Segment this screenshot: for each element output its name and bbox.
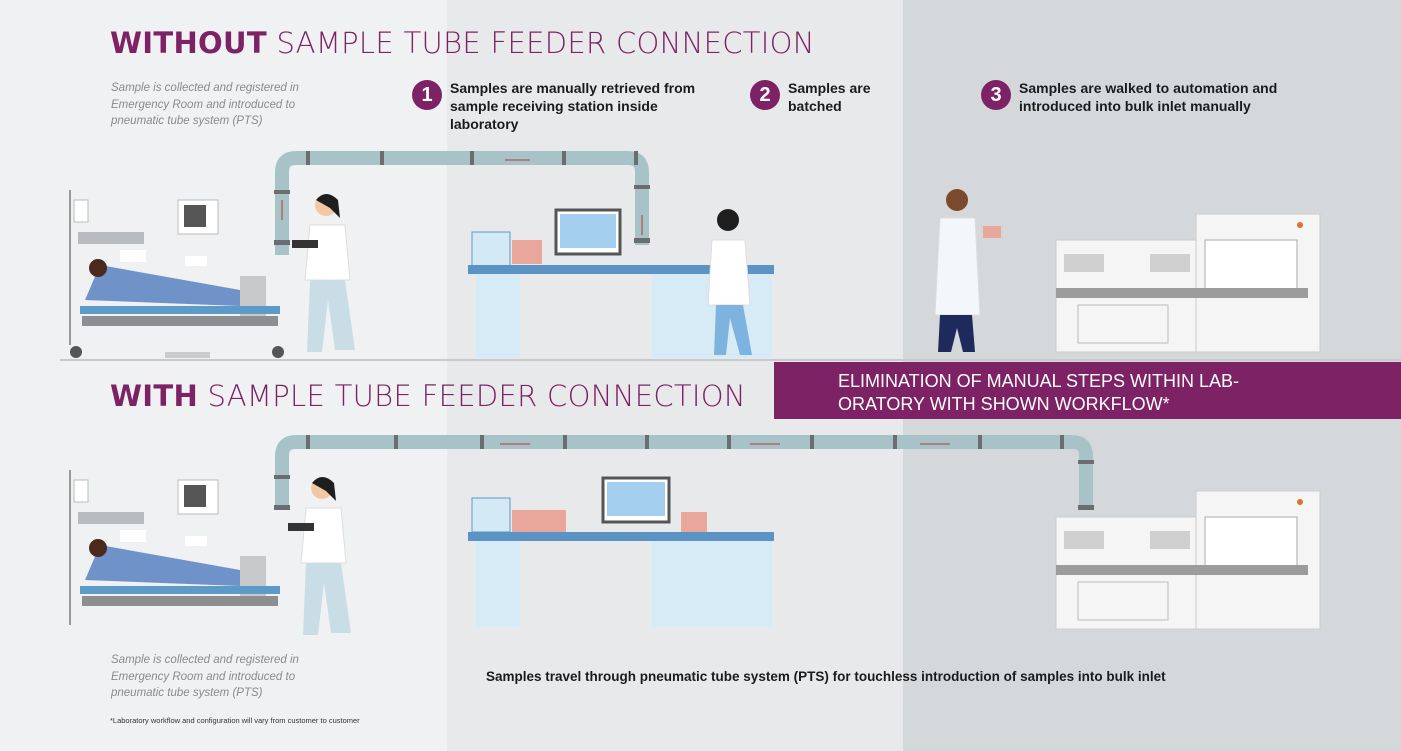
lab-technician: [707, 209, 752, 355]
nurse-bottom: [288, 477, 351, 635]
zone-emergency-room: [0, 0, 447, 751]
without-intro-note: Sample is collected and registered in Em…: [111, 82, 299, 127]
step-2: 2 Samples are batched: [750, 79, 888, 115]
title-rest: SAMPLE TUBE FEEDER CONNECTION: [266, 26, 815, 60]
footnote: *Laboratory workflow and configuration w…: [110, 716, 360, 725]
pipe-joints-top: [274, 151, 650, 245]
step-text: Samples are walked to automation and int…: [1019, 80, 1278, 114]
lab-worker-walking: [934, 189, 1001, 352]
step-text: Samples are manually retrieved from samp…: [450, 80, 696, 132]
flow-arrows-top: [281, 159, 643, 235]
banner-line-2: ORATORY WITH SHOWN WORKFLOW*: [838, 394, 1170, 414]
elimination-banner: ELIMINATION OF MANUAL STEPS WITHIN LAB- …: [774, 362, 1401, 419]
lab-bench-bottom: [468, 476, 774, 627]
title-rest: SAMPLE TUBE FEEDER CONNECTION: [198, 379, 746, 413]
with-intro-note: Sample is collected and registered in Em…: [111, 654, 299, 699]
title-bold: WITHOUT: [110, 26, 267, 60]
step-number-badge: 2: [750, 80, 780, 110]
step-number-badge: 1: [412, 80, 442, 110]
title-bold: WITH: [110, 379, 199, 413]
step-number-badge: 3: [981, 80, 1011, 110]
pneumatic-tube-bottom: [275, 435, 1093, 510]
automation-analyzer-bottom: [1055, 490, 1321, 630]
with-caption: Samples travel through pneumatic tube sy…: [486, 669, 1166, 684]
patient-bed-top: [69, 190, 284, 358]
patient-bed-bottom: [69, 470, 280, 625]
step-1: 1 Samples are manually retrieved from sa…: [412, 79, 700, 133]
with-section-title: WITH SAMPLE TUBE FEEDER CONNECTION: [110, 379, 746, 413]
pneumatic-tube-top: [275, 151, 649, 255]
step-text: Samples are batched: [788, 80, 871, 114]
pipe-joints-bottom: [274, 435, 1094, 510]
without-section-title: WITHOUT SAMPLE TUBE FEEDER CONNECTION: [110, 26, 815, 60]
step-3: 3 Samples are walked to automation and i…: [981, 79, 1319, 115]
banner-line-1: ELIMINATION OF MANUAL STEPS WITHIN LAB-: [838, 371, 1240, 391]
nurse-top: [292, 194, 355, 352]
automation-analyzer-top: [1055, 213, 1321, 353]
